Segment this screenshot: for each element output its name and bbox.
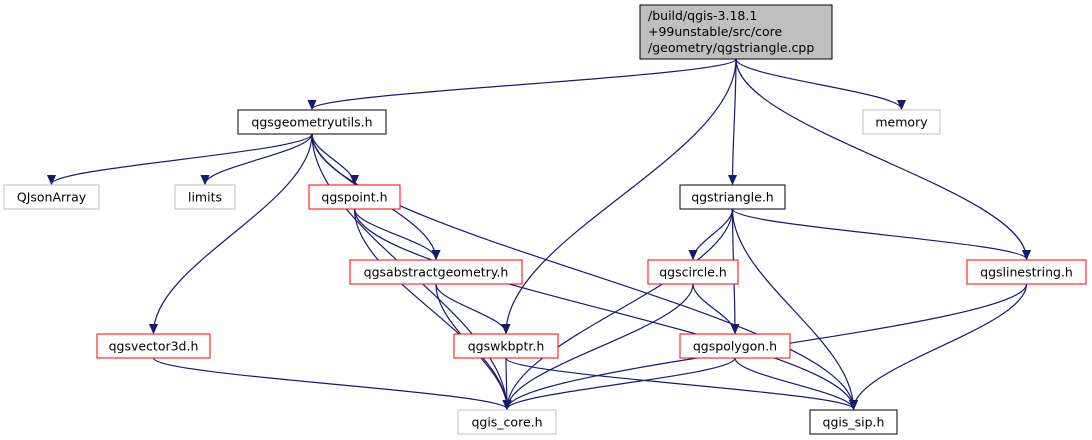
node-qgstriangle[interactable]: qgstriangle.h	[679, 184, 786, 210]
node-qgsvector3d-box	[96, 333, 211, 359]
edge-qgspoint-to-qgis_core	[353, 208, 508, 409]
node-qgsabstractgeometry-label-0: qgsabstractgeometry.h	[364, 265, 509, 280]
node-qgscircle-box	[647, 259, 739, 285]
edge-qgscircle-to-qgspolygon	[692, 283, 735, 333]
node-qjsonarray[interactable]: QJsonArray	[3, 184, 100, 210]
node-qgspoint-box	[308, 184, 401, 210]
edge-qgstriangle-to-qgis_core	[507, 208, 734, 409]
edge-qgstriangle-to-qgslinestring	[731, 208, 1027, 259]
node-memory-label-0: memory	[875, 115, 928, 130]
edge-qgspolygon-to-qgis_core	[507, 357, 736, 409]
node-qgslinestring[interactable]: qgslinestring.h	[966, 259, 1087, 285]
node-qgsgeometryutils-box	[237, 109, 387, 135]
edge-qgstriangle-to-qgis_sip	[731, 208, 854, 409]
node-qjsonarray-label-0: QJsonArray	[17, 190, 87, 205]
node-qgscircle[interactable]: qgscircle.h	[647, 259, 739, 285]
nodes-layer: /build/qgis-3.18.1+99unstable/src/core/g…	[3, 4, 1087, 435]
edge-qgslinestring-to-qgis_sip	[854, 283, 1028, 409]
edge-qgsvector3d-to-qgis_core	[152, 357, 508, 409]
node-limits[interactable]: limits	[174, 184, 236, 210]
node-qgis_core[interactable]: qgis_core.h	[457, 409, 557, 435]
node-qgswkbptr[interactable]: qgswkbptr.h	[453, 333, 559, 359]
node-qgsabstractgeometry-box	[349, 259, 523, 285]
edge-qgsgeometryutils-to-qgspoint	[311, 133, 355, 184]
edge-qgsgeometryutils-to-qgsvector3d	[154, 133, 313, 333]
edge-qgspoint-to-qgis_sip	[353, 208, 854, 409]
edge-qgswkbptr-to-qgis_sip	[505, 357, 854, 409]
edge-root-to-memory	[735, 58, 902, 109]
node-qgstriangle-label-0: qgstriangle.h	[691, 190, 773, 205]
node-qgstriangle-box	[679, 184, 786, 210]
node-root[interactable]: /build/qgis-3.18.1+99unstable/src/core/g…	[639, 4, 833, 60]
node-qgspolygon-box	[679, 333, 791, 359]
edge-qgsgeometryutils-to-limits	[205, 133, 313, 184]
edge-root-to-qgswkbptr	[506, 58, 737, 333]
edge-root-to-qgstriangle	[733, 58, 737, 184]
node-qgsvector3d-label-0: qgsvector3d.h	[109, 339, 199, 354]
node-qgsvector3d[interactable]: qgsvector3d.h	[96, 333, 211, 359]
node-qgspolygon-label-0: qgspolygon.h	[693, 339, 777, 354]
node-limits-label-0: limits	[188, 190, 222, 205]
node-qgslinestring-label-0: qgslinestring.h	[980, 265, 1073, 280]
node-qgscircle-label-0: qgscircle.h	[659, 265, 727, 280]
node-qgis_sip-box	[809, 409, 898, 435]
edge-qgspoint-to-qgsabstractgeometry	[353, 208, 437, 259]
node-qgslinestring-box	[966, 259, 1087, 285]
node-qgspoint-label-0: qgspoint.h	[321, 190, 387, 205]
node-qgsgeometryutils[interactable]: qgsgeometryutils.h	[237, 109, 387, 135]
node-qgsgeometryutils-label-0: qgsgeometryutils.h	[251, 115, 372, 130]
node-qgswkbptr-box	[453, 333, 559, 359]
node-root-label-1: +99unstable/src/core	[648, 24, 782, 39]
edge-qgspolygon-to-qgis_sip	[734, 357, 854, 409]
node-memory[interactable]: memory	[862, 109, 941, 135]
edge-qgscircle-to-qgis_core	[507, 283, 694, 409]
node-qgis_sip-label-0: qgis_sip.h	[823, 415, 885, 430]
node-qgswkbptr-label-0: qgswkbptr.h	[468, 339, 545, 354]
node-root-label-2: /geometry/qgstriangle.cpp	[648, 40, 814, 55]
node-root-box	[639, 4, 833, 60]
node-qjsonarray-box	[3, 184, 100, 210]
node-root-label-0: /build/qgis-3.18.1	[648, 8, 757, 23]
node-qgsabstractgeometry[interactable]: qgsabstractgeometry.h	[349, 259, 523, 285]
node-qgis_core-label-0: qgis_core.h	[471, 415, 542, 430]
edge-qgsgeometryutils-to-qgis_sip	[311, 133, 854, 409]
node-memory-box	[862, 109, 941, 135]
edge-qgsabstractgeometry-to-qgswkbptr	[435, 283, 506, 333]
edge-root-to-qgslinestring	[735, 58, 1027, 259]
node-qgis_sip[interactable]: qgis_sip.h	[809, 409, 898, 435]
node-limits-box	[174, 184, 236, 210]
edge-root-to-qgsgeometryutils	[312, 58, 737, 109]
node-qgspoint[interactable]: qgspoint.h	[308, 184, 401, 210]
node-qgspolygon[interactable]: qgspolygon.h	[679, 333, 791, 359]
edge-qgsgeometryutils-to-qjsonarray	[52, 133, 313, 184]
edge-qgstriangle-to-qgscircle	[693, 208, 734, 259]
node-qgis_core-box	[457, 409, 557, 435]
